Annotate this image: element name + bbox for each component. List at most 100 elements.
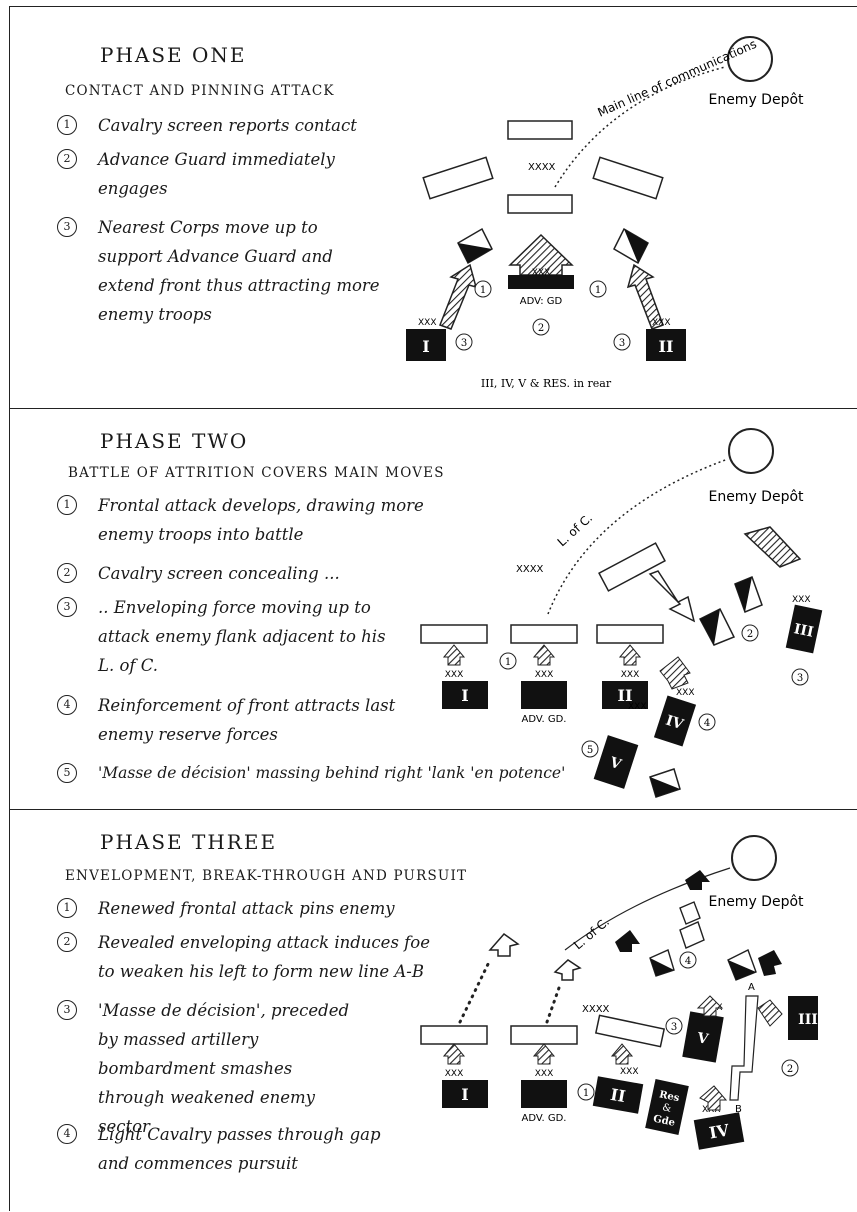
step-number: 3 [57,597,77,617]
step-text: Cavalry screen concealing ... [98,564,340,583]
step-number: 3 [57,217,77,237]
advance-guard-arrow-icon [508,233,574,276]
marker-5 [581,740,599,758]
enemy-depot-label: Enemy Depôt [708,489,804,505]
corps-i-label: I [461,1085,468,1104]
reserve-guard-unit [645,1079,689,1135]
front-box-1 [420,1025,488,1045]
rear-note: III, IV, V & RES. in rear [481,377,612,390]
step-item: 1 Renewed frontal attack pins enemy [57,894,417,923]
phase-subtitle: BATTLE OF ATTRITION COVERS MAIN MOVES [68,465,445,481]
army-hq-box [598,542,666,592]
attack-arrow-icon [610,1043,634,1065]
marker-3-label: 3 [797,673,803,684]
step-item: 5 'Masse de décision' massing behind rig… [57,759,617,788]
pursuit-arrow-icon [553,959,582,981]
marker-2-label: 2 [538,323,544,334]
corps-echelon: XXX [628,702,647,712]
army-echelon: XXXX [528,162,556,173]
point-a-label: A [748,982,755,993]
step-item: 2 Cavalry screen concealing ... [57,559,417,588]
cavalry-screen-right [592,156,664,200]
step-item: 1 Frontal attack develops, drawing more … [57,491,424,549]
envelop-arrow-icon [648,570,696,623]
cavalry-fill-left [458,243,492,263]
step-item: 2 Revealed enveloping attack induces foe… [57,928,430,986]
corps-i-unit [406,329,446,361]
corps-i-label: I [422,337,429,356]
corps-ii-unit [646,329,686,361]
advance-dots [458,958,492,1024]
attack-arrow-icon [696,995,724,1017]
new-line-a-b [729,995,759,1101]
front-box-3 [594,1014,666,1048]
marker-1 [577,1083,595,1101]
marker-2 [532,318,550,336]
marker-3-left [455,333,473,351]
step-text: Nearest Corps move up to support Advance… [98,218,380,324]
attack-arrow-icon [659,656,691,690]
step-item: 3 Nearest Corps move up to support Advan… [57,213,417,329]
corps-i-echelon: XXX [418,318,437,328]
corps-iii-label: III [792,621,815,641]
adv-gd-label: ADV. GD. [522,1113,567,1124]
advance-guard-unit [508,275,574,289]
attack-arrow-icon [618,644,642,666]
cavalry-fill [650,958,674,976]
marker-1-left [474,280,492,298]
marker-1-left-label: 1 [480,285,486,296]
attack-arrow-icon [699,1085,728,1111]
marker-1-right [589,280,607,298]
step-text: 'Masse de décision' massing behind right… [98,764,566,782]
step-item: 3 .. Enveloping force moving up to attac… [57,593,417,680]
corps-echelon: XXX [620,1067,639,1077]
corps-v-unit [593,735,639,789]
phase-two-panel: PHASE TWO BATTLE OF ATTRITION COVERS MAI… [9,408,857,809]
step-item: 1 Cavalry screen reports contact [57,111,417,140]
advance-dots [545,983,562,1024]
cavalry-fill-right [624,229,648,263]
attack-arrow-icon [442,1043,466,1065]
phase-one-diagram: Enemy Depôt Main line of communications … [406,36,804,390]
marker-3-right [613,333,631,351]
phase-one-panel: PHASE ONE CONTACT AND PINNING ATTACK 1 C… [9,6,857,408]
corps-ii-label: II [659,337,674,356]
step-text: Advance Guard immediately engages [98,150,335,198]
communication-line [564,867,731,951]
communication-label: L. of C. [571,915,612,953]
corps-i-label: I [461,686,468,705]
front-box-2 [510,1025,578,1045]
attack-arrow-icon [532,644,556,666]
marker-3 [665,1017,683,1035]
step-item: 4 Reinforcement of front attracts last e… [57,691,417,749]
step-number: 2 [57,563,77,583]
cavalry-fill [650,777,680,797]
corps-iv-unit [653,695,697,747]
corps-i-unit [442,1080,488,1108]
step-number: 2 [57,932,77,952]
corps-iii-label: III [798,1012,818,1028]
communication-label: L. of C. [555,511,595,549]
adv-gd-echelon: XXX [532,268,551,278]
marker-2-label: 2 [747,629,753,640]
step-text: .. Enveloping force moving up to attack … [98,598,386,675]
corps-iv-unit [693,1112,745,1150]
marker-3-label: 3 [671,1022,677,1033]
phase-two-diagram: Enemy Depôt L. of C. XXXX XXX I XXX ADV.… [420,428,823,798]
corps-v-unit [682,1011,724,1063]
corps-echelon: XXX [445,1069,464,1079]
corps-echelon: XXX [535,1069,554,1079]
advance-guard-unit [521,681,567,709]
enemy-depot-icon [728,428,774,474]
step-text: Revealed enveloping attack induces foe t… [98,933,430,981]
light-cavalry-arrow-icon [615,930,640,952]
corps-iii-unit [785,604,823,654]
corps-ii-advance-arrow-icon [626,263,664,330]
marker-3 [791,668,809,686]
step-item: 3 'Masse de décision', preceded by masse… [57,996,417,1141]
corps-ii-label: II [609,1085,627,1106]
corps-ii-unit [602,681,648,709]
cavalry-screen-left [422,156,494,200]
marker-1-right-label: 1 [595,285,601,296]
advance-guard-unit [521,1080,567,1108]
